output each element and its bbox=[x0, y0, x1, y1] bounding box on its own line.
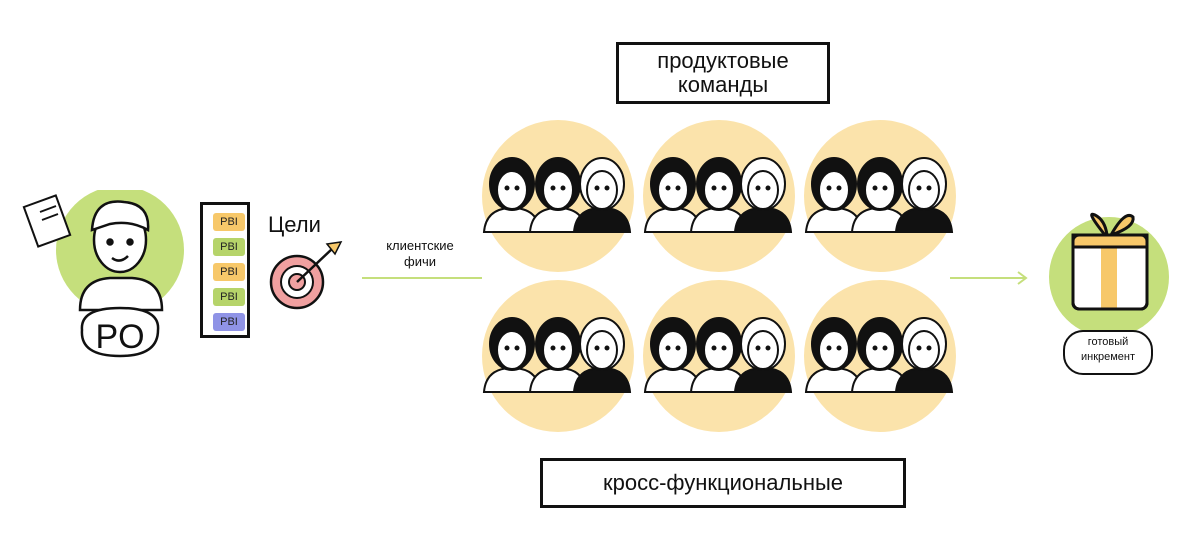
team-member-icon bbox=[689, 317, 749, 393]
team-member-icon bbox=[643, 157, 703, 233]
label-line: продуктовые bbox=[657, 48, 789, 73]
team bbox=[482, 120, 634, 272]
label-line: инкремент bbox=[1080, 351, 1136, 363]
team-member-icon bbox=[572, 157, 632, 233]
person-icon bbox=[78, 200, 164, 312]
team-member-icon bbox=[643, 317, 703, 393]
product-teams-label: продуктовые команды bbox=[616, 42, 830, 104]
team-member-icon bbox=[850, 157, 910, 233]
label-line: фичи bbox=[404, 254, 436, 269]
team bbox=[804, 120, 956, 272]
team-member-icon bbox=[689, 157, 749, 233]
backlog-item: PBI bbox=[213, 213, 245, 231]
backlog-item: PBI bbox=[213, 288, 245, 306]
po-illustration bbox=[22, 190, 184, 358]
ready-increment-label: готовый инкремент bbox=[1063, 330, 1153, 375]
team-member-icon bbox=[850, 317, 910, 393]
gift-illustration bbox=[1049, 212, 1169, 335]
backlog-item: PBI bbox=[213, 313, 245, 331]
team bbox=[482, 280, 634, 432]
team bbox=[643, 120, 795, 272]
gift-icon bbox=[1071, 212, 1149, 311]
team-member-icon bbox=[733, 317, 793, 393]
cross-functional-label: кросс-функциональные bbox=[540, 458, 906, 508]
label-line: команды bbox=[677, 72, 769, 97]
team bbox=[643, 280, 795, 432]
team-member-icon bbox=[733, 157, 793, 233]
teams-grid bbox=[482, 120, 956, 432]
notebook-icon bbox=[22, 194, 72, 248]
team-member-icon bbox=[894, 317, 954, 393]
arrow-right-icon bbox=[950, 271, 1028, 285]
team-member-icon bbox=[894, 157, 954, 233]
client-features-label: клиентские фичи bbox=[370, 238, 470, 270]
backlog-item: PBI bbox=[213, 263, 245, 281]
label-line: клиентские bbox=[386, 238, 454, 253]
goals-label: Цели bbox=[268, 212, 321, 237]
label-line: готовый bbox=[1087, 336, 1129, 348]
features-line bbox=[362, 277, 482, 279]
target-icon bbox=[269, 241, 343, 310]
backlog-item: PBI bbox=[213, 238, 245, 256]
po-label: PO bbox=[95, 318, 145, 356]
team-member-icon bbox=[572, 317, 632, 393]
team-member-icon bbox=[804, 157, 864, 233]
team-member-icon bbox=[528, 157, 588, 233]
team-member-icon bbox=[528, 317, 588, 393]
team bbox=[804, 280, 956, 432]
product-backlog: PBI PBI PBI PBI PBI bbox=[200, 202, 250, 338]
team-member-icon bbox=[482, 317, 542, 393]
